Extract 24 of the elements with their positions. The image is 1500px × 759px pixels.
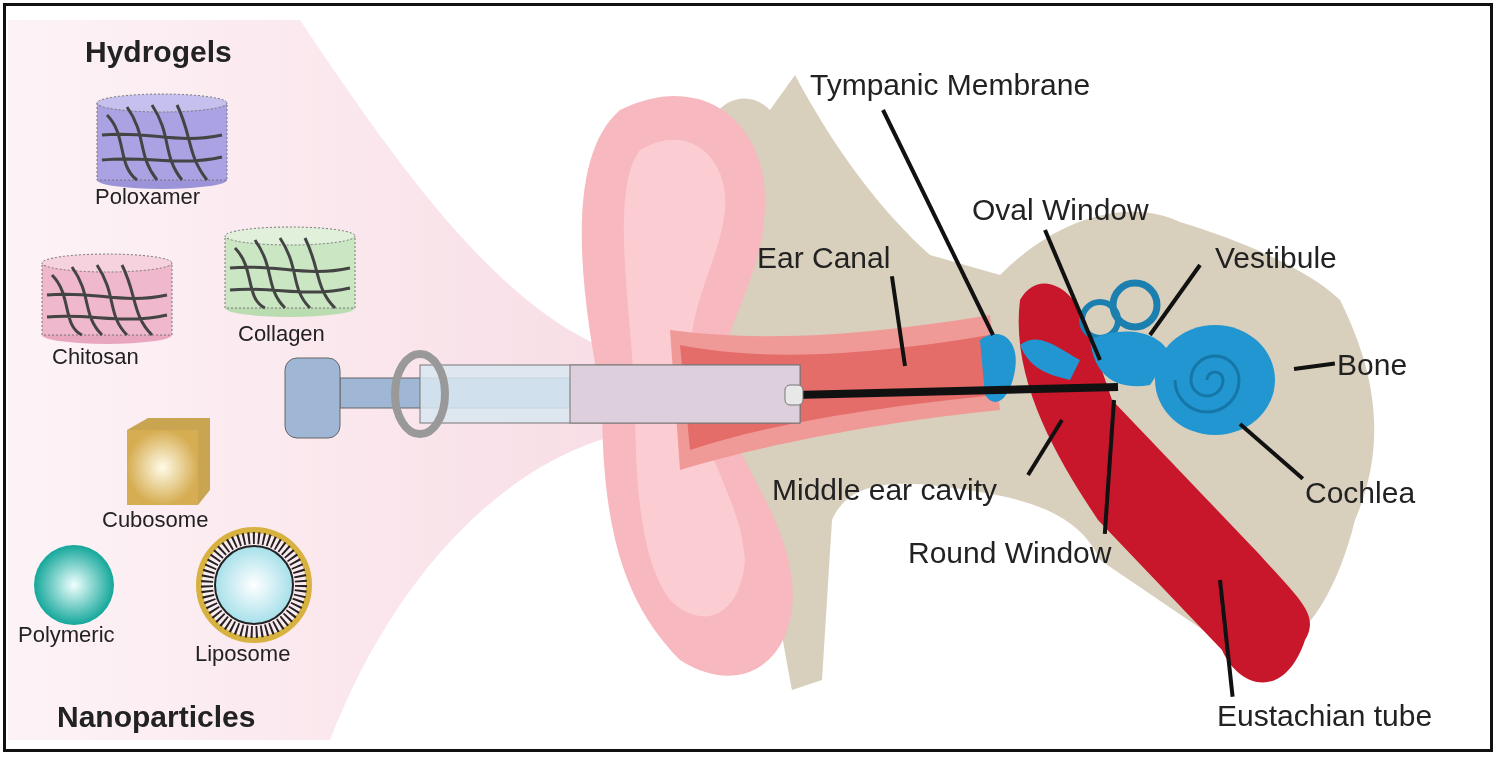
leader-line [1293, 361, 1336, 371]
part-label: Tympanic Membrane [810, 68, 1091, 101]
group-heading: Nanoparticles [57, 700, 256, 733]
leader-line [881, 109, 995, 336]
part-label: Oval Window [972, 193, 1149, 226]
part-label: Round Window [908, 536, 1112, 569]
item-caption: Liposome [195, 642, 291, 667]
item-caption: Poloxamer [95, 185, 201, 210]
leader-line [1026, 418, 1064, 477]
part-label: Ear Canal [757, 241, 891, 274]
part-label: Vestibule [1215, 241, 1337, 274]
item-caption: Cubosome [102, 508, 209, 533]
leader-line [1218, 579, 1235, 697]
part-label: Cochlea [1305, 476, 1416, 509]
item-caption: Collagen [238, 322, 325, 347]
item-caption: Polymeric [18, 623, 115, 648]
part-label: Bone [1337, 348, 1408, 381]
leader-line [1238, 422, 1305, 481]
part-label: Middle ear cavity [772, 473, 998, 506]
leader-line [1148, 263, 1202, 337]
group-heading: Hydrogels [85, 35, 232, 68]
part-label: Eustachian tube [1217, 699, 1433, 732]
leader-line [889, 275, 907, 367]
item-caption: Chitosan [52, 345, 139, 370]
